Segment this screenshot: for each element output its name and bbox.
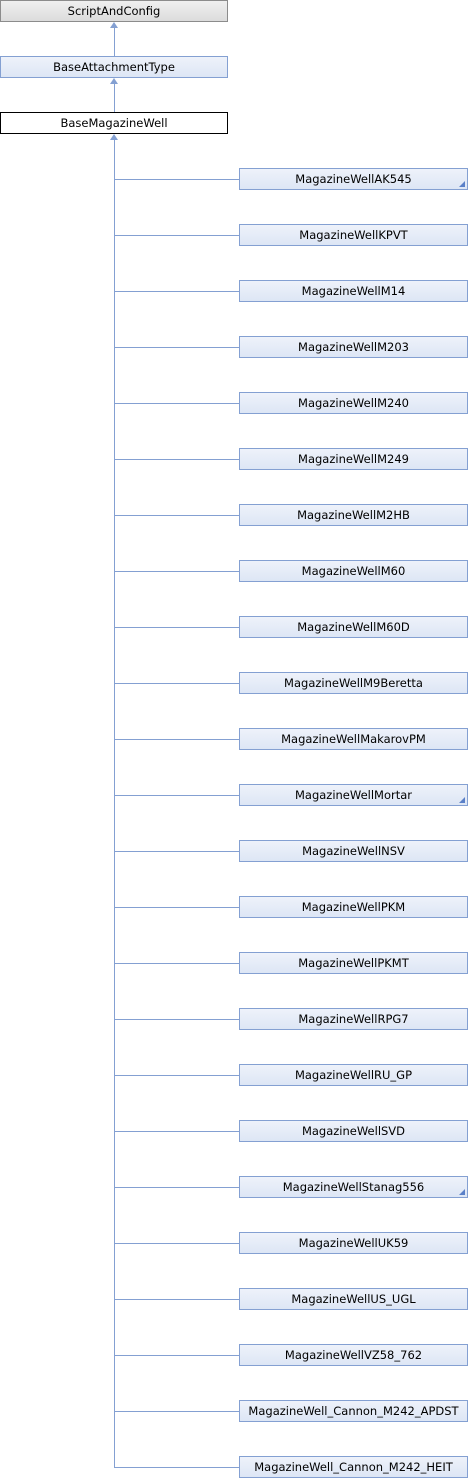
inheritance-branch	[114, 795, 239, 796]
class-box-magazinewellvz58-762[interactable]: MagazineWellVZ58_762	[239, 1344, 468, 1366]
class-box-baseattachmenttype[interactable]: BaseAttachmentType	[0, 56, 228, 78]
inheritance-branch	[114, 963, 239, 964]
class-box-magazinewellkpvt[interactable]: MagazineWellKPVT	[239, 224, 468, 246]
class-box-magazinewellm60d[interactable]: MagazineWellM60D	[239, 616, 468, 638]
class-box-magazinewellm203-label: MagazineWellM203	[298, 340, 409, 354]
class-box-magazinewellmortar-label: MagazineWellMortar	[294, 788, 413, 802]
class-box-magazinewellru-gp-label: MagazineWellRU_GP	[294, 1068, 413, 1082]
class-box-magazinewell-cannon-m242-apdst[interactable]: MagazineWell_Cannon_M242_APDST	[239, 1400, 468, 1422]
class-box-magazinewellmakarovpm-label: MagazineWellMakarovPM	[281, 732, 426, 746]
class-box-magazinewell-cannon-m242-apdst-label: MagazineWell_Cannon_M242_APDST	[248, 1404, 459, 1418]
inheritance-branch	[114, 627, 239, 628]
class-box-scriptandconfig[interactable]: ScriptAndConfig	[0, 0, 228, 22]
inheritance-branch	[114, 1187, 239, 1188]
inheritance-branch	[114, 683, 239, 684]
class-box-magazinewellm9beretta-label: MagazineWellM9Beretta	[284, 676, 423, 690]
class-box-magazinewellpkmt-label: MagazineWellPKMT	[298, 956, 409, 970]
class-box-magazinewellm14-label: MagazineWellM14	[301, 284, 406, 298]
class-box-magazinewellm203[interactable]: MagazineWellM203	[239, 336, 468, 358]
inheritance-branch	[114, 235, 239, 236]
inheritance-branch	[114, 1075, 239, 1076]
class-box-magazinewellm60d-label: MagazineWellM60D	[297, 620, 410, 634]
inheritance-arrow-icon	[110, 22, 118, 28]
class-box-basemagazinewell-label: BaseMagazineWell	[60, 116, 168, 130]
inheritance-branch	[114, 1411, 239, 1412]
inheritance-edge	[114, 84, 115, 112]
inheritance-branch	[114, 347, 239, 348]
inheritance-branch	[114, 1299, 239, 1300]
inheritance-branch	[114, 1243, 239, 1244]
class-box-magazinewellnsv[interactable]: MagazineWellNSV	[239, 840, 468, 862]
class-box-magazinewellus-ugl[interactable]: MagazineWellUS_UGL	[239, 1288, 468, 1310]
inheritance-branch	[114, 291, 239, 292]
class-box-magazinewellnsv-label: MagazineWellNSV	[302, 844, 405, 858]
inheritance-branch	[114, 851, 239, 852]
class-box-magazinewellpkmt[interactable]: MagazineWellPKMT	[239, 952, 468, 974]
inheritance-arrow-icon	[110, 78, 118, 84]
inheritance-spine	[114, 140, 115, 1468]
class-box-magazinewellmortar[interactable]: MagazineWellMortar	[239, 784, 468, 806]
class-box-baseattachmenttype-label: BaseAttachmentType	[53, 60, 175, 74]
class-box-magazinewellm249[interactable]: MagazineWellM249	[239, 448, 468, 470]
class-box-magazinewellm2hb[interactable]: MagazineWellM2HB	[239, 504, 468, 526]
class-box-magazinewellvz58-762-label: MagazineWellVZ58_762	[284, 1348, 423, 1362]
inheritance-branch	[114, 515, 239, 516]
class-box-magazinewellkpvt-label: MagazineWellKPVT	[299, 228, 408, 242]
class-box-magazinewellus-ugl-label: MagazineWellUS_UGL	[291, 1292, 416, 1306]
inheritance-branch	[114, 1355, 239, 1356]
inheritance-branch	[114, 179, 239, 180]
class-box-magazinewellm240[interactable]: MagazineWellM240	[239, 392, 468, 414]
inheritance-arrow-icon	[110, 134, 118, 140]
class-box-magazinewellpkm[interactable]: MagazineWellPKM	[239, 896, 468, 918]
class-box-magazinewellm9beretta[interactable]: MagazineWellM9Beretta	[239, 672, 468, 694]
class-box-magazinewellm60-label: MagazineWellM60	[301, 564, 406, 578]
class-box-scriptandconfig-label: ScriptAndConfig	[67, 4, 161, 18]
inheritance-branch	[114, 1131, 239, 1132]
class-box-magazinewellrpg7[interactable]: MagazineWellRPG7	[239, 1008, 468, 1030]
inheritance-edge	[114, 28, 115, 56]
inheritance-branch	[114, 403, 239, 404]
class-box-magazinewell-cannon-m242-heit[interactable]: MagazineWell_Cannon_M242_HEIT	[239, 1456, 468, 1478]
class-box-magazinewellm2hb-label: MagazineWellM2HB	[297, 508, 410, 522]
inheritance-branch	[114, 907, 239, 908]
class-box-magazinewellak545[interactable]: MagazineWellAK545	[239, 168, 468, 190]
class-box-magazinewellru-gp[interactable]: MagazineWellRU_GP	[239, 1064, 468, 1086]
class-box-magazinewellpkm-label: MagazineWellPKM	[301, 900, 406, 914]
class-box-magazinewelluk59[interactable]: MagazineWellUK59	[239, 1232, 468, 1254]
class-box-magazinewellak545-label: MagazineWellAK545	[295, 172, 412, 186]
inheritance-branch	[114, 1467, 239, 1468]
class-box-magazinewellm14[interactable]: MagazineWellM14	[239, 280, 468, 302]
class-box-magazinewell-cannon-m242-heit-label: MagazineWell_Cannon_M242_HEIT	[254, 1460, 453, 1474]
inheritance-branch	[114, 571, 239, 572]
class-box-magazinewelluk59-label: MagazineWellUK59	[298, 1236, 409, 1250]
class-box-magazinewellrpg7-label: MagazineWellRPG7	[298, 1012, 409, 1026]
inheritance-branch	[114, 459, 239, 460]
class-box-magazinewellsvd[interactable]: MagazineWellSVD	[239, 1120, 468, 1142]
class-box-magazinewellstanag556[interactable]: MagazineWellStanag556	[239, 1176, 468, 1198]
class-box-magazinewellmakarovpm[interactable]: MagazineWellMakarovPM	[239, 728, 468, 750]
class-box-magazinewellm60[interactable]: MagazineWellM60	[239, 560, 468, 582]
class-box-basemagazinewell[interactable]: BaseMagazineWell	[0, 112, 228, 134]
inheritance-branch	[114, 1019, 239, 1020]
class-box-magazinewellstanag556-label: MagazineWellStanag556	[282, 1180, 425, 1194]
class-box-magazinewellm240-label: MagazineWellM240	[298, 396, 409, 410]
class-box-magazinewellsvd-label: MagazineWellSVD	[301, 1124, 406, 1138]
inheritance-branch	[114, 739, 239, 740]
class-box-magazinewellm249-label: MagazineWellM249	[298, 452, 409, 466]
